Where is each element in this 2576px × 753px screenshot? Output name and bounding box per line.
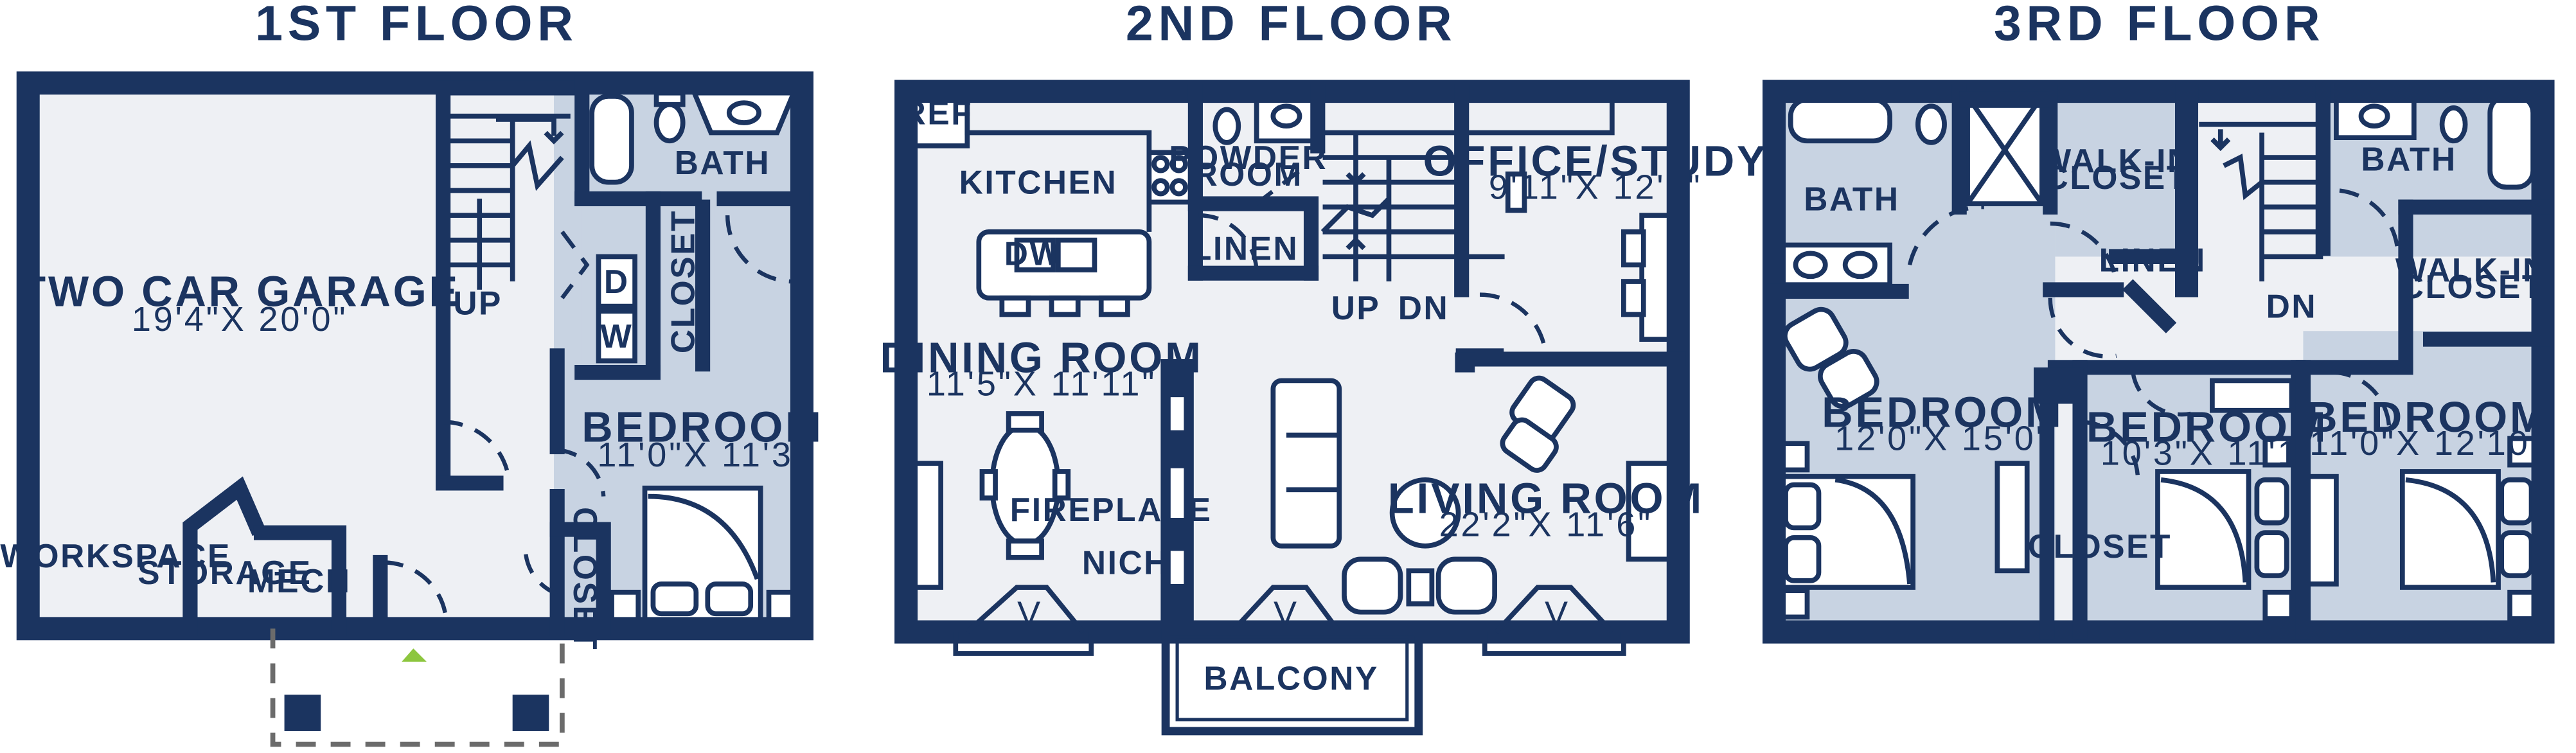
armchair-2	[1435, 556, 1498, 615]
balcony-label: BALCONY	[1204, 660, 1378, 697]
first-bath-label: BATH	[675, 144, 770, 181]
dryer-label: D	[604, 263, 630, 300]
first-bedroom-label: BEDROOM	[582, 403, 823, 452]
svg-text:V: V	[1017, 594, 1043, 633]
second-dn-label: DN	[1398, 289, 1449, 326]
bay-windows	[953, 585, 1626, 656]
bed3-label: BEDROOM	[2306, 393, 2548, 441]
dryer	[596, 254, 637, 309]
living-label: LIVING ROOM	[1388, 474, 1704, 522]
third-floor-walls	[1763, 80, 2555, 644]
third-bath-left-label: BATH	[1804, 180, 1899, 217]
walkin2-label-1: WALK-IN	[2395, 251, 2548, 288]
dresser-3	[2304, 474, 2339, 587]
bed2-dim: 10'3"X 11'1"	[2101, 434, 2314, 473]
powder-toilet	[1212, 107, 1241, 145]
walkin1-label-2: CLOSET	[2045, 159, 2189, 196]
third-dn-label: DN	[2266, 288, 2317, 325]
first-stairs	[449, 113, 571, 290]
powder-label-2: ROOM	[1194, 155, 1303, 193]
second-floor: 2ND FLOOR REF KITCHEN DW POWDER ROOM LIN…	[880, 0, 1768, 736]
third-armchair-2	[1818, 349, 1879, 409]
third-bathtub-right	[2487, 93, 2536, 190]
second-stairs	[1320, 130, 1455, 282]
first-floor: 1ST FLOOR UP BATH D	[0, 0, 823, 747]
dresser-1	[1994, 461, 2030, 574]
first-bedroom-dim: 11'0"X 11'3"	[597, 436, 808, 474]
bed3-dim: 11'0"X 12'10"	[2309, 424, 2545, 463]
entry-marker	[402, 648, 427, 662]
svg-text:V: V	[1545, 594, 1570, 633]
first-floor-title: 1ST FLOOR	[255, 0, 578, 51]
svg-text:V: V	[1274, 594, 1299, 633]
third-toilet-left	[1915, 103, 1947, 145]
office-label: OFFICE/STUDY	[1423, 137, 1768, 185]
sofa	[1270, 378, 1342, 549]
first-floor-walls	[16, 71, 813, 641]
second-floor-title: 2ND FLOOR	[1126, 0, 1457, 51]
kitchen-sink	[1055, 237, 1097, 272]
second-up-label: UP	[1331, 289, 1381, 326]
third-armchair-1	[1782, 306, 1849, 372]
third-floor-title: 3RD FLOOR	[1994, 0, 2325, 51]
washer	[596, 308, 637, 364]
first-bathtub	[589, 93, 634, 185]
garage-label: TWO CAR GARAGE	[19, 268, 460, 316]
coffee-table	[1389, 477, 1461, 549]
storage-label: STORAGE	[138, 554, 312, 591]
third-stairs	[2199, 121, 2323, 282]
third-floor: 3RD FLOOR BATH WALK-IN CLOSET LINEN	[1763, 0, 2555, 644]
washer-label: W	[600, 317, 633, 355]
first-toilet	[653, 102, 686, 144]
balcony	[1161, 628, 1423, 736]
dining-label: DINING ROOM	[880, 334, 1203, 382]
dresser-2	[2210, 378, 2295, 413]
armchair-1	[1342, 556, 1403, 615]
garage-dim: 19'4"X 20'0"	[132, 300, 348, 339]
first-stairs-up-label: UP	[453, 285, 502, 322]
driveway	[270, 628, 565, 747]
bed1-dim: 12'0"X 15'0"	[1834, 420, 2051, 458]
living-dim: 22'2"X 11'6"	[1439, 505, 1653, 544]
third-toilet-right	[2439, 105, 2468, 144]
bed1-label: BEDROOM	[1822, 388, 2063, 436]
third-bathtub	[1788, 97, 1892, 144]
dining-dim: 11'5"X 11'11"	[927, 365, 1157, 403]
walkin2-label-2: CLOSET	[2400, 268, 2544, 305]
office-dim: 9'11"X 12'6"	[1489, 168, 1703, 206]
third-bath-right-label: BATH	[2361, 141, 2456, 178]
kitchen-label: KITCHEN	[959, 164, 1118, 201]
dw-label: DW	[1004, 235, 1063, 272]
walkin1-label-1: WALK-IN	[2040, 142, 2193, 179]
